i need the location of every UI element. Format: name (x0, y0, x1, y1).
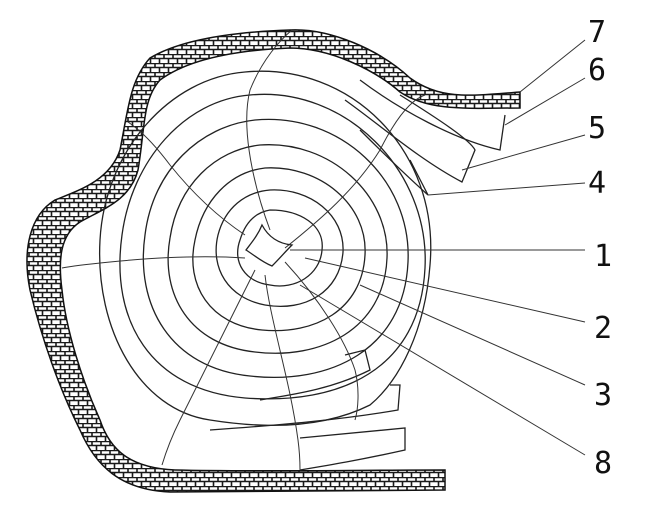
label-1: 1 (594, 239, 612, 274)
part-labels: 7 6 5 4 1 2 3 8 (588, 15, 612, 481)
label-8: 8 (594, 446, 612, 481)
label-4: 4 (588, 166, 606, 201)
label-6: 6 (588, 53, 606, 88)
rolled-sheet-layers (209, 79, 506, 471)
central-core (245, 223, 294, 267)
label-3: 3 (594, 378, 612, 413)
label-7: 7 (588, 15, 606, 50)
label-5: 5 (588, 111, 606, 146)
concentric-rings (98, 70, 432, 427)
label-2: 2 (594, 311, 612, 346)
outer-brick-shell (26, 29, 521, 493)
leader-lines (290, 39, 586, 456)
